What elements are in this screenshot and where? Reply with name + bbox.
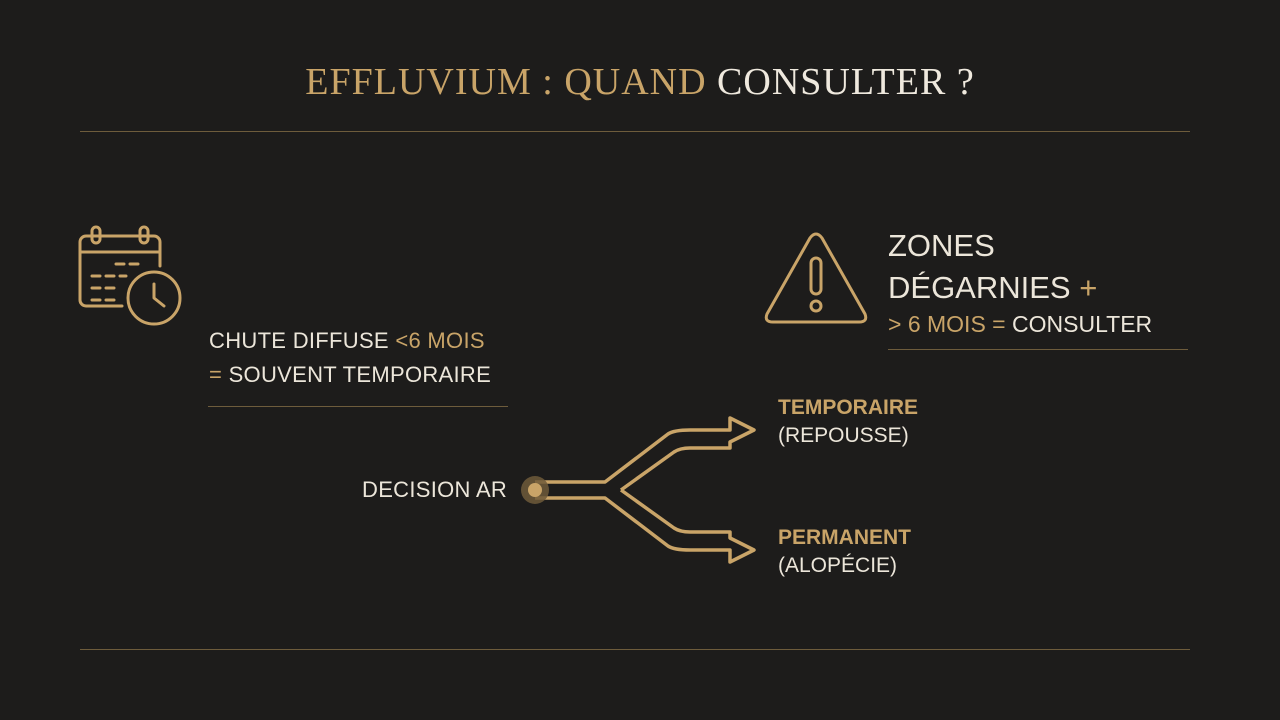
left-note-line-2-text: SOUVENT TEMPORAIRE xyxy=(228,362,492,387)
left-note-highlight: <6 MOIS xyxy=(395,328,485,353)
right-note-sub-text: CONSULTER xyxy=(1012,311,1153,337)
branch-permanent-detail: (ALOPÉCIE) xyxy=(778,554,898,577)
branch-temporaire-detail: (REPOUSSE) xyxy=(778,424,909,447)
decision-label: DECISION AR xyxy=(362,477,508,502)
branch-arrow-up xyxy=(535,416,756,492)
branch-arrow-down xyxy=(535,488,756,564)
branch-temporaire: TEMPORAIRE (REPOUSSE) xyxy=(778,394,918,450)
calendar-clock-icon xyxy=(78,225,182,326)
left-note-underline xyxy=(208,406,508,407)
right-note-equals: = xyxy=(985,311,1013,337)
right-note-highlight: > 6 MOIS xyxy=(888,311,986,337)
warning-triangle-icon xyxy=(764,232,868,324)
right-note-subline: > 6 MOIS = CONSULTER xyxy=(888,307,1152,341)
branch-permanent-title: PERMANENT xyxy=(778,526,912,549)
title-part-1: EFFLUVIUM : QUAND xyxy=(305,61,707,103)
left-note-line-1-text: CHUTE DIFFUSE xyxy=(209,328,396,353)
right-note-line-1: ZONES xyxy=(888,228,995,263)
left-note-equals: = xyxy=(209,362,229,387)
right-note-line-2-text: DÉGARNIES xyxy=(888,270,1071,305)
right-note-plus: + xyxy=(1079,270,1098,305)
branch-temporaire-title: TEMPORAIRE xyxy=(778,396,919,419)
left-note: CHUTE DIFFUSE <6 MOIS = SOUVENT TEMPORAI… xyxy=(209,324,491,392)
right-note-line-2: DÉGARNIES + xyxy=(888,267,1097,309)
slide-title: EFFLUVIUM : QUAND CONSULTER ? xyxy=(0,60,1280,104)
right-note-heading: ZONES DÉGARNIES + xyxy=(888,225,1097,309)
decision-fork-arrows xyxy=(521,416,756,564)
left-note-line-2: = SOUVENT TEMPORAIRE xyxy=(209,358,491,392)
title-part-2: CONSULTER ? xyxy=(717,61,975,103)
branch-permanent: PERMANENT (ALOPÉCIE) xyxy=(778,524,911,580)
left-note-line-1: CHUTE DIFFUSE <6 MOIS xyxy=(209,324,491,358)
bottom-divider xyxy=(80,649,1190,650)
right-note-underline xyxy=(888,349,1188,350)
top-divider xyxy=(80,131,1190,132)
